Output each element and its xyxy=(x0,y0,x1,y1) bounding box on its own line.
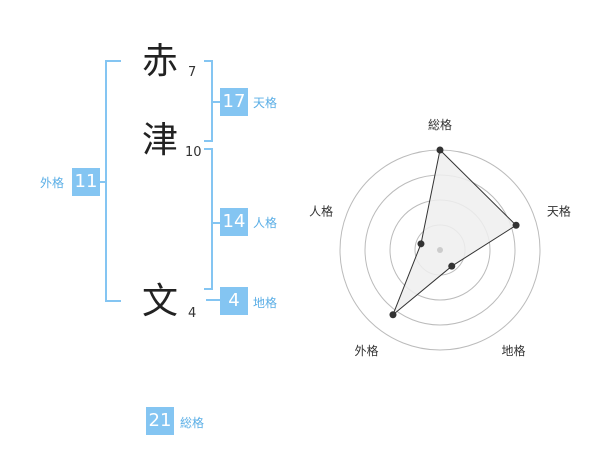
radar-point xyxy=(389,311,397,319)
radar-polygon xyxy=(392,148,517,316)
radar-axis-label: 地格 xyxy=(501,343,525,358)
stroke-count-1: 7 xyxy=(188,65,197,80)
gaikaku-label: 外格 xyxy=(40,176,65,190)
radar-point xyxy=(512,221,520,229)
jinkaku-connector xyxy=(213,222,220,224)
chikaku-value: 4 xyxy=(220,287,248,315)
jinkaku-label: 人格 xyxy=(253,216,278,230)
name-char-2: 津 xyxy=(142,120,179,161)
chikaku-connector xyxy=(206,299,220,301)
jinkaku-value: 14 xyxy=(220,208,248,236)
radar-point xyxy=(417,240,425,248)
chikaku-label: 地格 xyxy=(253,296,278,310)
gaikaku-connector xyxy=(100,181,105,183)
jinkaku-bracket xyxy=(204,148,213,290)
radar-axis-label: 総格 xyxy=(428,117,452,132)
tenkaku-label: 天格 xyxy=(253,96,278,110)
tenkaku-bracket xyxy=(204,60,213,142)
tenkaku-connector xyxy=(213,101,220,103)
soukaku-label: 総格 xyxy=(180,416,205,430)
radar-axis-label: 天格 xyxy=(547,203,571,218)
gaikaku-bracket xyxy=(105,60,121,302)
name-char-1: 赤 xyxy=(142,41,179,82)
radar-point xyxy=(436,146,444,154)
name-char-3: 文 xyxy=(142,281,179,322)
radar-center-dot xyxy=(437,247,443,253)
radar-point xyxy=(448,262,456,270)
stroke-count-2: 10 xyxy=(185,145,202,160)
tenkaku-value: 17 xyxy=(220,88,248,116)
stroke-count-3: 4 xyxy=(188,306,197,321)
radar-axis-label: 外格 xyxy=(355,343,379,358)
soukaku-value: 21 xyxy=(146,407,174,435)
gaikaku-value: 11 xyxy=(72,168,100,196)
radar-axis-label: 人格 xyxy=(309,203,333,218)
